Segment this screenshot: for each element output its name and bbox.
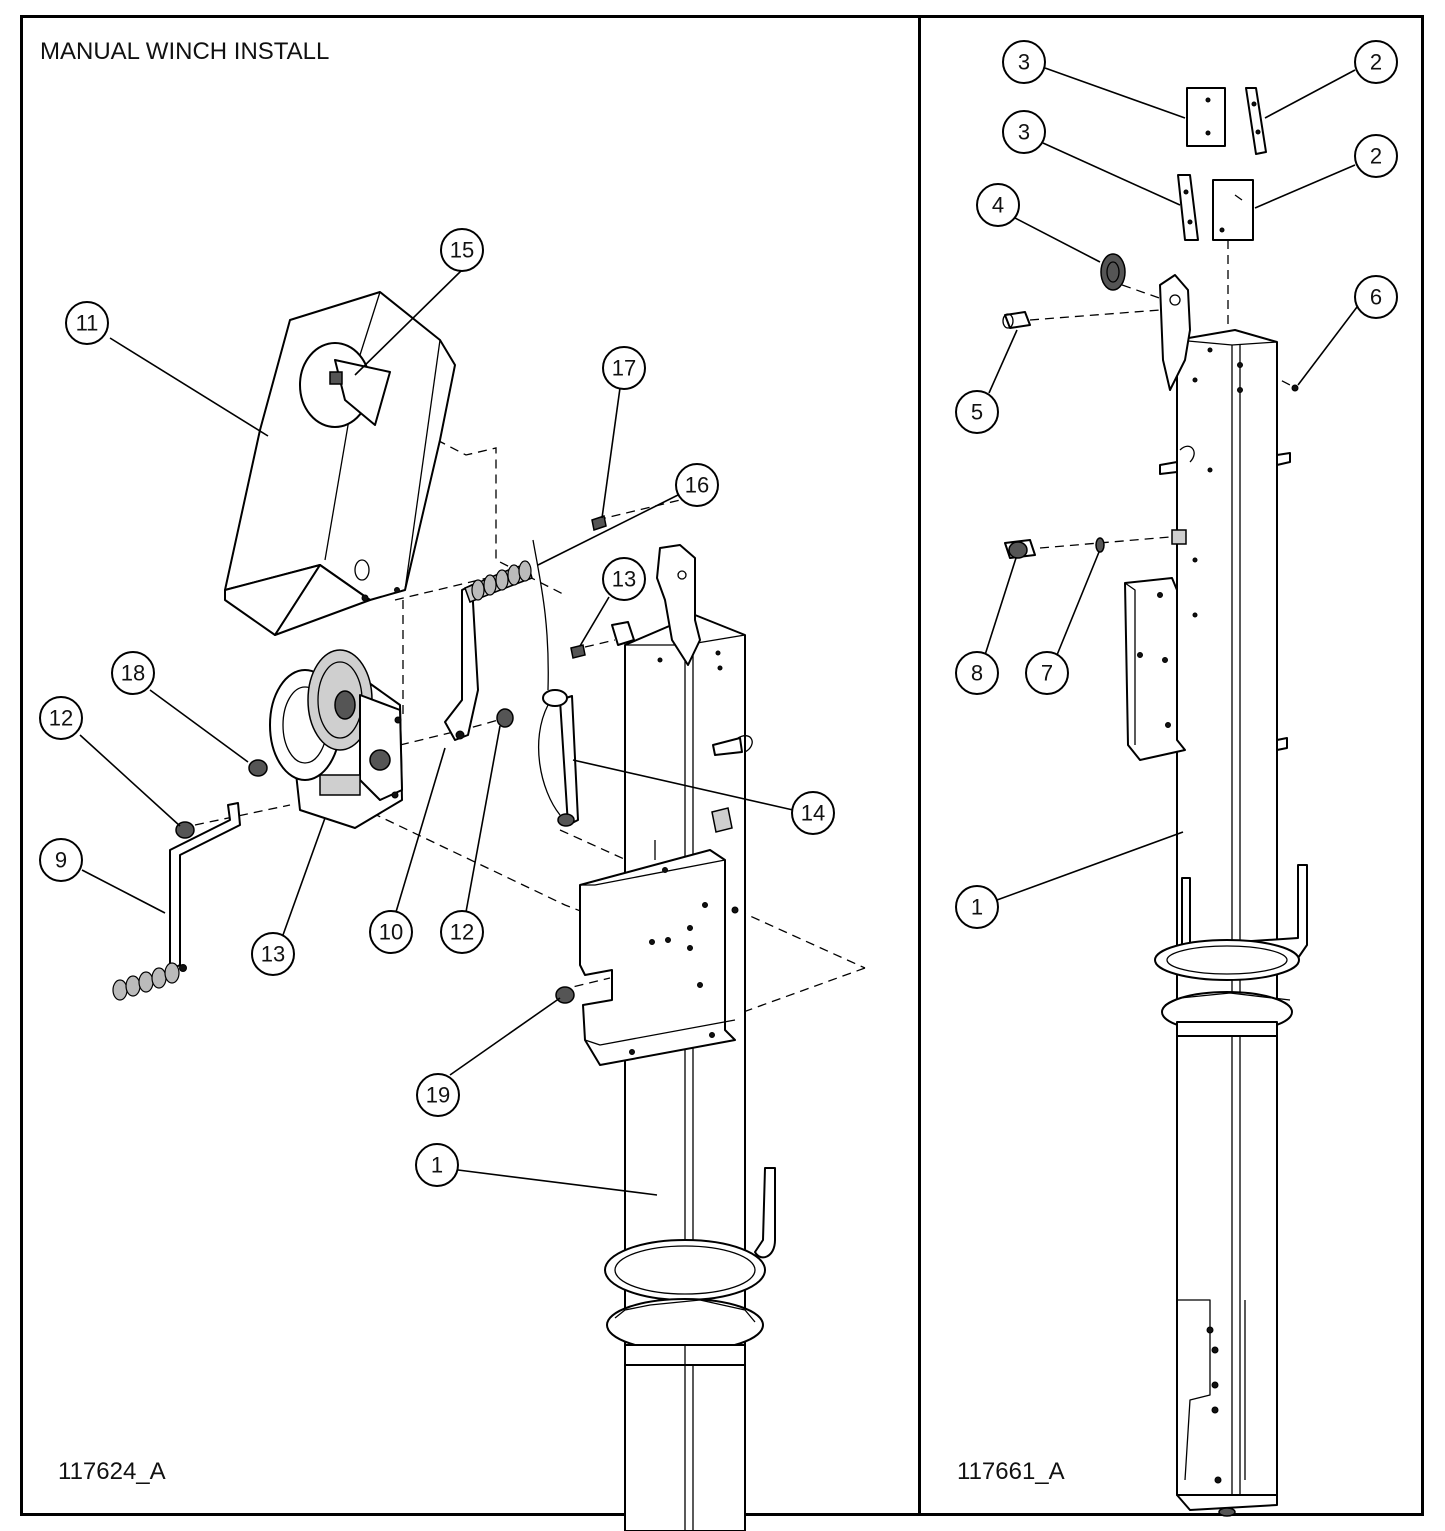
crank-handle-upper bbox=[444, 560, 533, 741]
right-panel-frame bbox=[918, 15, 1424, 1516]
svg-text:11: 11 bbox=[76, 311, 99, 336]
callout-4: 4 bbox=[976, 183, 1020, 227]
callout-14: 14 bbox=[791, 791, 835, 835]
svg-text:9: 9 bbox=[55, 848, 67, 873]
svg-text:18: 18 bbox=[121, 661, 145, 686]
right-assembly-dashes bbox=[1029, 240, 1291, 549]
callout-1-left: 1 bbox=[415, 1143, 459, 1187]
svg-text:2: 2 bbox=[1370, 144, 1382, 169]
svg-text:15: 15 bbox=[450, 238, 474, 263]
svg-text:2: 2 bbox=[1370, 50, 1382, 75]
right-mast bbox=[1124, 274, 1308, 1517]
callout-19: 19 bbox=[416, 1073, 460, 1117]
svg-text:12: 12 bbox=[49, 706, 73, 731]
callout-16: 16 bbox=[675, 463, 719, 507]
callout-2-lower: 2 bbox=[1354, 134, 1398, 178]
winch-cover bbox=[224, 291, 456, 636]
callout-6: 6 bbox=[1354, 275, 1398, 319]
svg-text:3: 3 bbox=[1018, 50, 1030, 75]
callouts-left: 15 11 17 16 13 18 12 14 9 10 12 13 19 1 bbox=[39, 228, 835, 1187]
small-hardware-left bbox=[175, 515, 635, 1004]
pin-and-lanyard bbox=[532, 539, 579, 827]
left-leader-lines bbox=[79, 269, 794, 1196]
svg-text:16: 16 bbox=[685, 473, 709, 498]
callout-7: 7 bbox=[1025, 651, 1069, 695]
svg-text:12: 12 bbox=[450, 920, 474, 945]
svg-text:3: 3 bbox=[1018, 120, 1030, 145]
svg-text:13: 13 bbox=[261, 942, 285, 967]
callout-13-upper: 13 bbox=[602, 557, 646, 601]
winch-assembly bbox=[269, 649, 403, 829]
callout-13-lower: 13 bbox=[251, 932, 295, 976]
callout-18: 18 bbox=[111, 651, 155, 695]
svg-text:13: 13 bbox=[612, 567, 636, 592]
callouts-right: 3 2 3 2 4 6 5 8 7 1 bbox=[955, 40, 1398, 929]
callout-12-center: 12 bbox=[440, 910, 484, 954]
svg-text:14: 14 bbox=[801, 801, 825, 826]
svg-text:17: 17 bbox=[612, 356, 636, 381]
svg-text:1: 1 bbox=[971, 895, 983, 920]
svg-text:1: 1 bbox=[431, 1153, 443, 1178]
svg-text:10: 10 bbox=[379, 920, 403, 945]
callout-5: 5 bbox=[955, 390, 999, 434]
callout-12-left: 12 bbox=[39, 696, 83, 740]
left-mast bbox=[579, 544, 776, 1531]
svg-text:6: 6 bbox=[1370, 285, 1382, 310]
callout-9: 9 bbox=[39, 838, 83, 882]
callout-2-upper: 2 bbox=[1354, 40, 1398, 84]
callout-15: 15 bbox=[440, 228, 484, 272]
right-drawing-number: 117661_A bbox=[957, 1458, 1065, 1485]
callout-11: 11 bbox=[65, 301, 109, 345]
callout-3-lower: 3 bbox=[1002, 110, 1046, 154]
svg-text:4: 4 bbox=[992, 193, 1004, 218]
callout-1-right: 1 bbox=[955, 885, 999, 929]
crank-handle-lower bbox=[112, 802, 241, 1001]
svg-text:19: 19 bbox=[426, 1083, 450, 1108]
svg-text:5: 5 bbox=[971, 400, 983, 425]
callout-8: 8 bbox=[955, 651, 999, 695]
drawing-title: MANUAL WINCH INSTALL bbox=[40, 38, 330, 65]
svg-text:7: 7 bbox=[1041, 661, 1053, 686]
right-hardware bbox=[1002, 87, 1299, 559]
right-leader-lines bbox=[984, 67, 1358, 901]
callout-3-upper: 3 bbox=[1002, 40, 1046, 84]
callout-17: 17 bbox=[602, 346, 646, 390]
svg-text:8: 8 bbox=[971, 661, 983, 686]
callout-10: 10 bbox=[369, 910, 413, 954]
left-drawing-number: 117624_A bbox=[58, 1458, 166, 1485]
